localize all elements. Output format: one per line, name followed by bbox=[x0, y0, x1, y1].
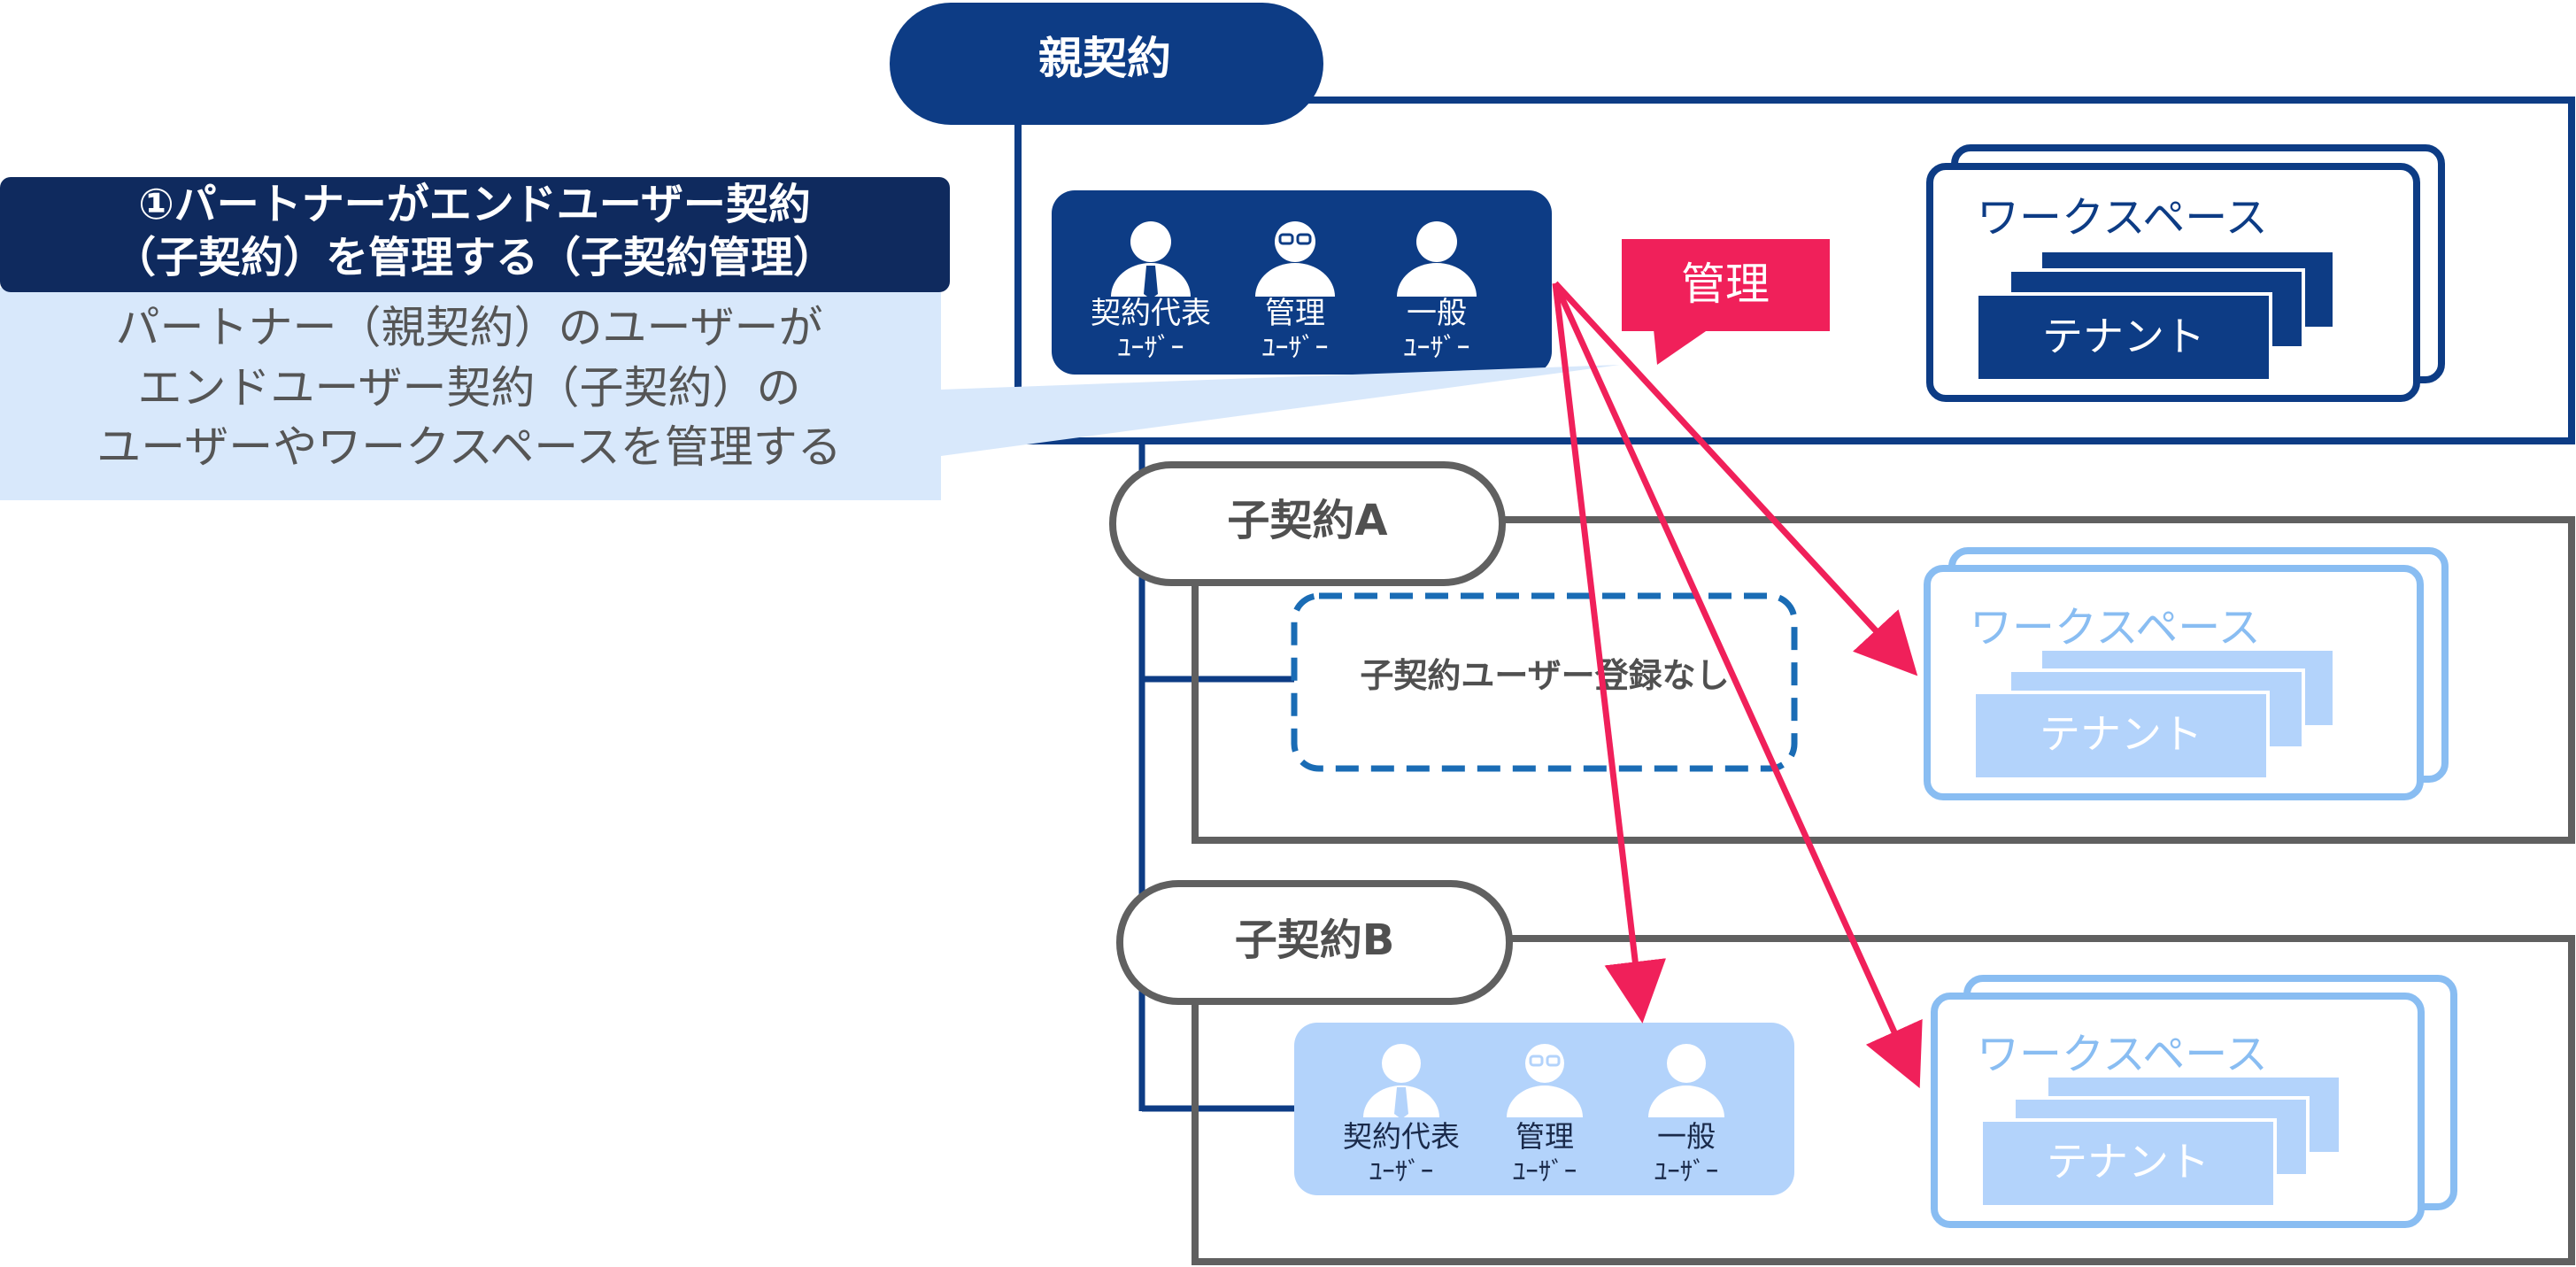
child-a-label: 子契約A bbox=[1227, 496, 1387, 545]
callout-title-line2: （子契約）を管理する（子契約管理） bbox=[113, 233, 836, 282]
child-b-workspace-stack: ワークスペース テナント bbox=[1931, 975, 2457, 1228]
management-arrows bbox=[1552, 281, 1923, 1089]
tenant-label: テナント bbox=[2047, 1138, 2210, 1186]
callout-title-box bbox=[0, 177, 950, 292]
user-role-label: 管理 bbox=[1265, 296, 1325, 331]
tenant-label: テナント bbox=[2042, 313, 2205, 360]
arrow-to-child-a-workspace bbox=[1553, 281, 1918, 676]
user-sub-label: ﾕｰｻﾞｰ bbox=[1262, 333, 1329, 364]
callout-pointer bbox=[941, 365, 1620, 456]
callout-body-line1: パートナー（親契約）のユーザーが bbox=[116, 302, 823, 353]
parent-user-rep: 契約代表 ﾕｰｻﾞｰ bbox=[1091, 221, 1211, 364]
tenant-box bbox=[1972, 691, 2270, 781]
user-role-label: 契約代表 bbox=[1091, 296, 1211, 331]
workspace-label: ワークスペース bbox=[1977, 1030, 2268, 1079]
user-role-label: 一般 bbox=[1407, 296, 1467, 331]
user-role-label: 契約代表 bbox=[1343, 1119, 1460, 1154]
user-role-label: 管理 bbox=[1516, 1119, 1574, 1154]
parent-contract: 親契約 契約代表 ﾕｰｻﾞｰ 管理 ﾕｰｻﾞｰ bbox=[890, 3, 2575, 444]
user-sub-label: ﾕｰｻﾞｰ bbox=[1654, 1156, 1719, 1186]
tenant-box bbox=[1975, 292, 2272, 382]
parent-contract-label: 親契約 bbox=[1038, 33, 1171, 84]
user-sub-label: ﾕｰｻﾞｰ bbox=[1404, 333, 1470, 364]
callout-title-line1: ①パートナーがエンドユーザー契約 bbox=[138, 180, 811, 229]
user-icon bbox=[1397, 221, 1477, 297]
parent-user-admin: 管理 ﾕｰｻﾞｰ bbox=[1255, 221, 1335, 364]
no-users-label: 子契約ユーザー登録なし bbox=[1360, 656, 1729, 695]
user-icon bbox=[1648, 1044, 1724, 1117]
child-contract-b: 子契約B 契約代表 ﾕｰｻﾞｰ 管理 ﾕｰｻﾞｰ bbox=[1116, 880, 2575, 1265]
parent-workspace-stack: ワークスペース テナント bbox=[1926, 144, 2445, 402]
child-b-label: 子契約B bbox=[1235, 915, 1395, 965]
user-glasses-icon bbox=[1507, 1044, 1583, 1117]
user-glasses-icon bbox=[1255, 221, 1335, 297]
user-tie-icon bbox=[1363, 1044, 1439, 1119]
child-contract-a: 子契約A 子契約ユーザー登録なし ワークスペース テナント bbox=[1109, 461, 2575, 844]
child-b-user-general: 一般 ﾕｰｻﾞｰ bbox=[1648, 1044, 1724, 1186]
workspace-label: ワークスペース bbox=[1977, 193, 2268, 243]
child-b-tab bbox=[1116, 880, 1513, 1005]
user-sub-label: ﾕｰｻﾞｰ bbox=[1369, 1156, 1434, 1186]
arrow-to-child-b-workspace bbox=[1552, 282, 1923, 1089]
user-tie-icon bbox=[1111, 221, 1191, 299]
arrow-to-child-b-users bbox=[1552, 282, 1667, 1024]
child-a-frame bbox=[1192, 516, 2575, 844]
child-b-user-admin: 管理 ﾕｰｻﾞｰ bbox=[1507, 1044, 1583, 1186]
callout-body-line2: エンドユーザー契約（子契約）の bbox=[138, 362, 801, 413]
no-users-box bbox=[1291, 592, 1798, 772]
child-b-user-rep: 契約代表 ﾕｰｻﾞｰ bbox=[1343, 1044, 1460, 1186]
user-role-label: 一般 bbox=[1657, 1119, 1716, 1154]
parent-contract-tab bbox=[890, 3, 1323, 125]
parent-user-general: 一般 ﾕｰｻﾞｰ bbox=[1397, 221, 1477, 364]
user-sub-label: ﾕｰｻﾞｰ bbox=[1118, 333, 1184, 364]
callout-body-box bbox=[0, 288, 941, 500]
callout-body-line3: ユーザーやワークスペースを管理する bbox=[96, 421, 842, 473]
user-sub-label: ﾕｰｻﾞｰ bbox=[1513, 1156, 1577, 1186]
tenant-label: テナント bbox=[2040, 710, 2202, 758]
tenant-box bbox=[1979, 1118, 2277, 1209]
workspace-label: ワークスペース bbox=[1970, 603, 2261, 653]
parent-contract-frame bbox=[1014, 97, 2575, 444]
manage-bubble: 管理 bbox=[1622, 239, 1830, 365]
explanation-callout: ①パートナーがエンドユーザー契約 （子契約）を管理する（子契約管理） パートナー… bbox=[0, 177, 1620, 500]
child-a-workspace-stack: ワークスペース テナント bbox=[1924, 547, 2449, 800]
child-a-tab bbox=[1109, 461, 1506, 586]
manage-label: 管理 bbox=[1681, 259, 1770, 310]
child-b-frame bbox=[1192, 935, 2575, 1265]
